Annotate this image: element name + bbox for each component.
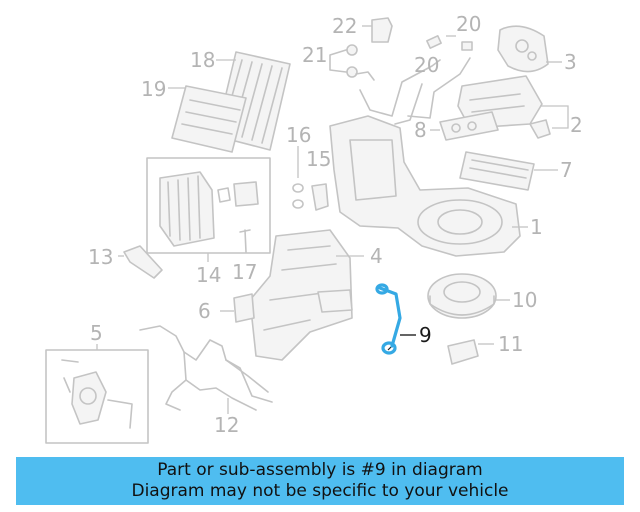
part-3-seal-plate (497, 25, 562, 73)
hvac-housing-upper (329, 115, 528, 257)
callout-10: 10 (512, 288, 538, 312)
callout-8: 8 (414, 118, 427, 142)
callout-20-middle: 20 (414, 53, 440, 77)
parts-diagram: 1 2 3 4 5 6 7 8 9 10 11 12 13 14 15 16 1… (45, 12, 583, 444)
part-17-screw (239, 229, 251, 253)
part-8-gasket (430, 111, 499, 141)
callout-2: 2 (570, 113, 583, 137)
callout-20-top: 20 (456, 12, 482, 36)
callout-14: 14 (196, 263, 222, 287)
callout-22: 22 (332, 14, 358, 38)
callout-3: 3 (564, 50, 577, 74)
callout-15: 15 (306, 147, 332, 171)
part-7-cabin-filter (459, 151, 558, 191)
part-13-connector (118, 245, 163, 279)
part-21-fittings (329, 44, 375, 81)
part-14-blower-components (146, 157, 271, 262)
callout-11: 11 (498, 332, 524, 356)
part-6-actuator (220, 293, 255, 323)
part-12-wiring-harness (139, 325, 273, 414)
callout-19: 19 (141, 77, 167, 101)
part-5-detail-box (45, 344, 149, 444)
callout-6: 6 (198, 299, 211, 323)
callout-13: 13 (88, 245, 114, 269)
part-15-sensor (311, 183, 329, 211)
callout-12: 12 (214, 413, 240, 437)
part-22-bracket (362, 17, 393, 43)
callout-17: 17 (232, 260, 258, 284)
part-4-lower-housing (249, 229, 364, 361)
part-9-hose-highlighted (375, 283, 416, 355)
callout-4: 4 (370, 244, 383, 268)
part-20-pipes (359, 35, 473, 125)
callout-1: 1 (530, 215, 543, 239)
part-19-heater-core (168, 85, 247, 153)
callout-16: 16 (286, 123, 312, 147)
part-16-orings (292, 146, 304, 209)
callout-21: 21 (302, 43, 328, 67)
part-11-module (447, 339, 494, 365)
banner-line-1: Part or sub-assembly is #9 in diagram (157, 460, 483, 480)
callout-7: 7 (560, 158, 573, 182)
part-10-blower-motor (427, 273, 510, 319)
callout-9-highlighted: 9 (419, 323, 432, 347)
info-banner: Part or sub-assembly is #9 in diagram Di… (16, 457, 624, 505)
callout-5: 5 (90, 321, 103, 345)
callout-18: 18 (190, 48, 216, 72)
banner-line-2: Diagram may not be specific to your vehi… (131, 481, 509, 501)
exploded-view-drawing (45, 17, 569, 444)
